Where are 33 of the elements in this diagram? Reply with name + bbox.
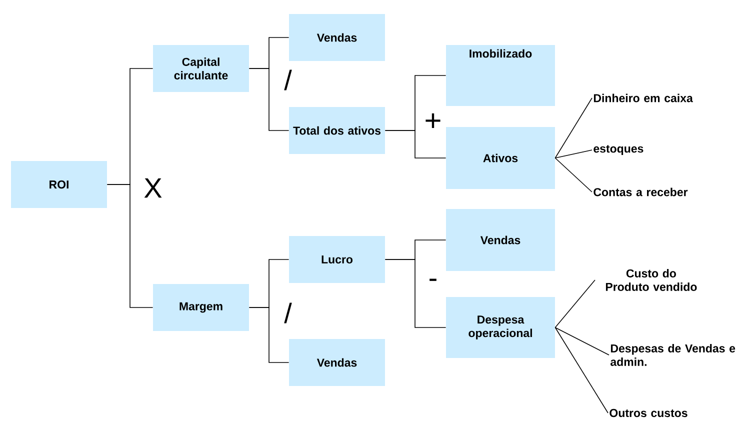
connector-line bbox=[554, 98, 592, 158]
connector-line bbox=[384, 259, 446, 328]
connector-line bbox=[248, 307, 290, 363]
label-box: Despesa operacional bbox=[446, 297, 555, 358]
connector-line bbox=[554, 158, 592, 192]
label-box: ROI bbox=[11, 161, 107, 208]
item-text: Despesas de Vendas e admin. bbox=[610, 344, 736, 366]
label-box: Imobilizado bbox=[446, 45, 555, 106]
connector-line bbox=[554, 280, 596, 328]
connector-line bbox=[554, 327, 608, 414]
label-box: Total dos ativos bbox=[289, 107, 385, 154]
label-box: Capital circulante bbox=[153, 45, 249, 92]
item-text: Dinheiro em caixa bbox=[594, 94, 693, 102]
label-box: Vendas bbox=[289, 14, 385, 61]
label-box: Lucro bbox=[289, 236, 385, 283]
connector-line bbox=[106, 184, 154, 308]
item-text: Contas a receber bbox=[594, 188, 688, 196]
connector-line bbox=[384, 130, 446, 158]
item-text: estoques bbox=[594, 145, 644, 155]
operator-sign: + bbox=[426, 113, 440, 128]
label-box: Margem bbox=[153, 284, 249, 331]
connector-line bbox=[554, 150, 592, 158]
label-box: Ativos bbox=[446, 127, 555, 189]
operator-sign: / bbox=[284, 70, 292, 90]
label-box: Vendas bbox=[289, 339, 385, 386]
connector-line bbox=[554, 327, 610, 356]
operator-sign: / bbox=[284, 302, 292, 324]
item-text: Outros custos bbox=[610, 408, 688, 418]
item-text: Custo do Produto vendido bbox=[606, 269, 697, 291]
label-box: Vendas bbox=[446, 209, 555, 271]
operator-sign: X bbox=[144, 178, 162, 198]
connector-line bbox=[248, 68, 290, 131]
operator-sign: - bbox=[430, 278, 436, 281]
